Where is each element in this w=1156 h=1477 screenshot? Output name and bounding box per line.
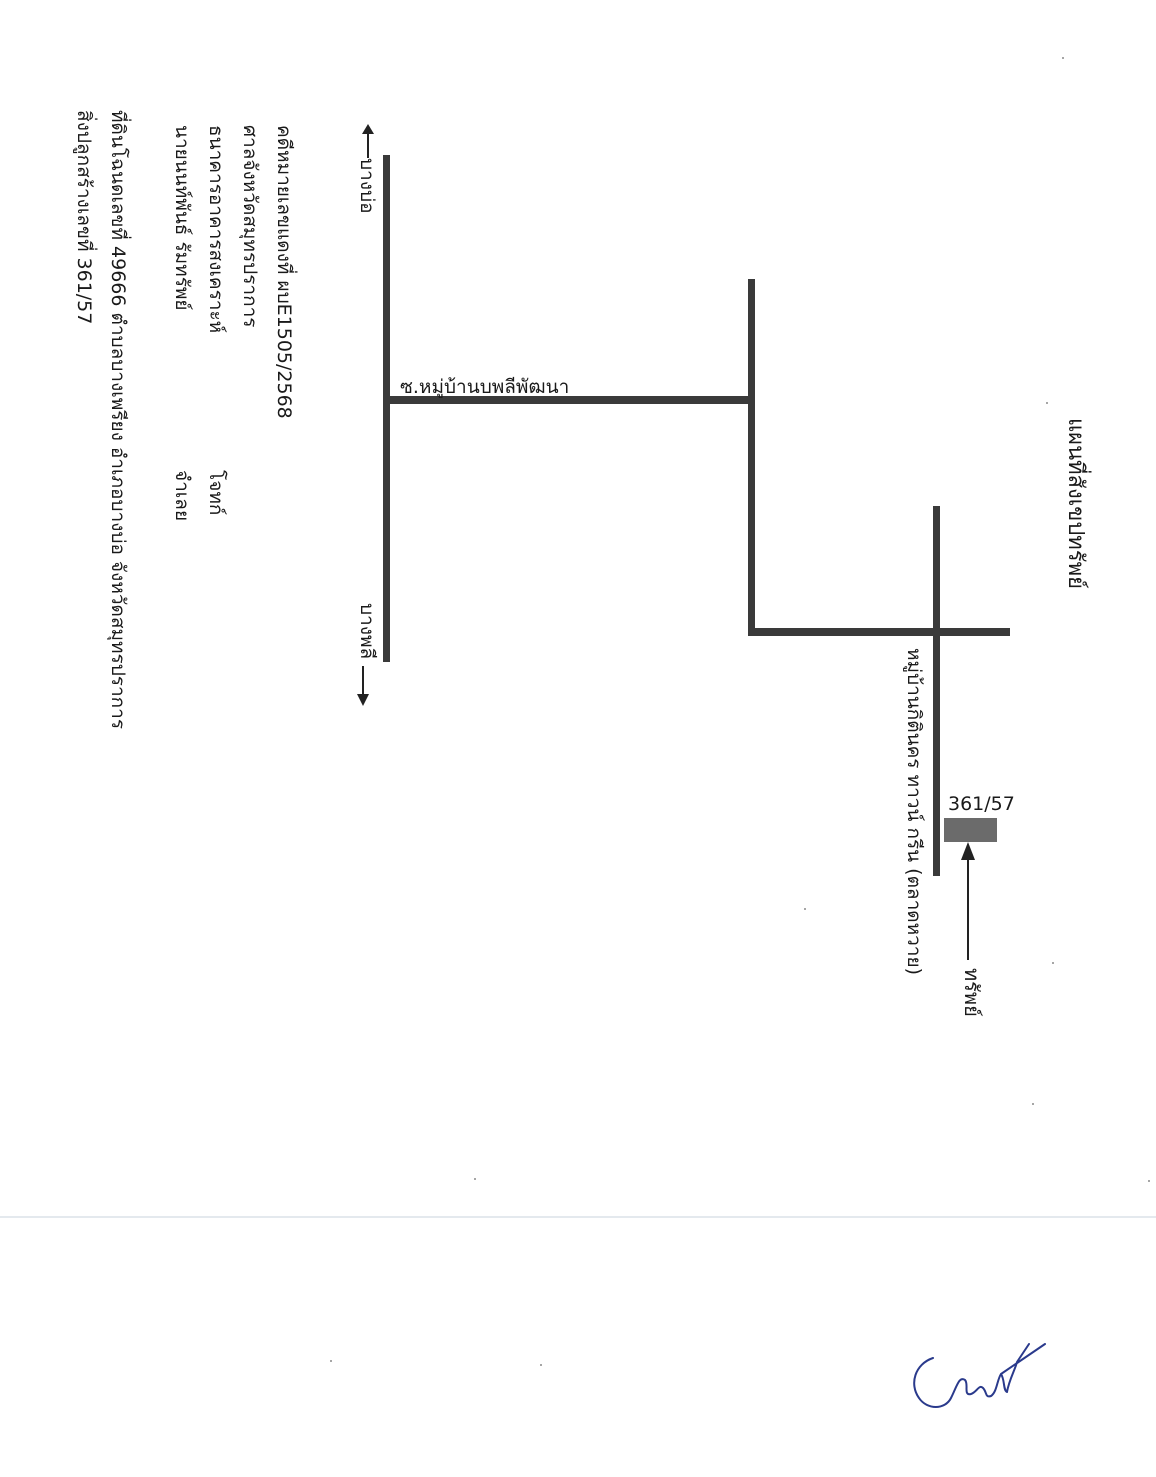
plaintiff-role: โจทก์ <box>205 470 227 516</box>
property-label: ทรัพย์ <box>960 968 984 1017</box>
village-road-label: หมู่บ้านกิตินคร ทาวน์ กรีน (ตลาดหวาย) <box>903 648 925 975</box>
scan-speck <box>804 908 806 910</box>
scan-fold-line <box>0 1216 1156 1218</box>
scan-speck <box>1046 402 1048 404</box>
main-road <box>383 155 390 662</box>
soi-road <box>383 396 755 404</box>
south-arrow-icon <box>357 666 369 706</box>
defendant-name: นายนนท์พันธ์ รัมทรัพย์ <box>171 125 193 311</box>
map-title: แผนที่สังเขปทรัพย์ <box>1063 418 1088 590</box>
court-name: ศาลจังหวัดสมุทรปราการ <box>239 125 261 328</box>
connector-road <box>748 279 755 636</box>
scan-speck <box>474 1178 476 1180</box>
north-arrow-icon <box>362 124 374 158</box>
scan-speck <box>1032 1103 1034 1105</box>
main-road-bottom-label: บางพลี <box>356 603 378 660</box>
scan-speck <box>540 1364 542 1366</box>
signature <box>913 1343 1046 1408</box>
plaintiff-name: ธนาคารอาคารสงเคราะห์ <box>205 125 227 334</box>
case-number: คดีหมายเลขแดงที่ ผบE1505/2568 <box>273 125 295 419</box>
land-deed: ที่ดินโฉนดเลขที่ 49666 ตำบลบางเพรียง อำเ… <box>107 110 129 730</box>
scan-speck <box>1052 962 1054 964</box>
scan-speck <box>1062 57 1064 59</box>
cross-road <box>748 628 1010 636</box>
main-road-top-label: บางบ่อ <box>356 158 378 214</box>
village-road <box>933 506 940 876</box>
property-block <box>944 818 997 842</box>
defendant-role: จำเลย <box>171 470 193 522</box>
scan-speck <box>1148 1180 1150 1182</box>
property-number: 361/57 <box>948 793 1015 815</box>
soi-label: ซ.หมู่บ้านบพลีพัฒนา <box>400 376 570 398</box>
property-arrow-icon <box>961 842 975 960</box>
building-number: สิ่งปลูกสร้างเลขที่ 361/57 <box>73 110 95 325</box>
scan-speck <box>330 1360 332 1362</box>
